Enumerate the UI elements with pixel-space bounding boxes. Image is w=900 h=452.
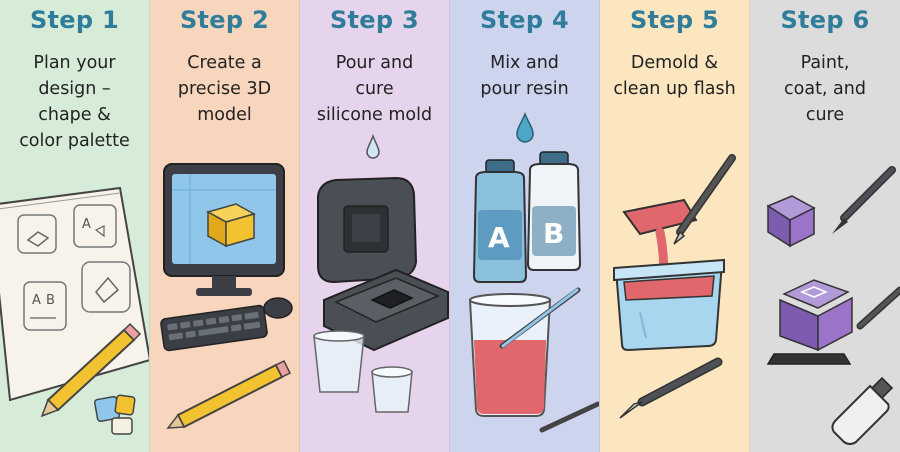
droplet-icon <box>516 111 534 143</box>
step-2-description: Create a precise 3D model <box>177 53 272 125</box>
pencil-icon <box>40 322 142 418</box>
keyboard-icon <box>160 304 268 352</box>
bottle-a-label: A <box>488 221 510 254</box>
step-1-description: Plan your design – chape & color palette <box>19 53 130 151</box>
keycap-small-icon <box>766 195 816 248</box>
step-6-description: Paint, coat, and cure <box>784 53 866 125</box>
bottle-b-label: B <box>543 217 564 250</box>
airbrush-icon <box>856 286 900 330</box>
keycap-large-icon <box>766 279 853 365</box>
step-5-title: Step 5 <box>629 6 720 34</box>
mold-icon <box>317 176 449 352</box>
step-4-title: Step 4 <box>479 6 570 34</box>
step-2-title: Step 2 <box>179 6 270 34</box>
sketch-letter-a1: A <box>82 217 91 232</box>
step-1-panel: Step 1 Plan your design – chape & color … <box>0 0 150 452</box>
step-3-description: Pour and cure silicone mold <box>316 53 433 125</box>
silicone-mold-illustration <box>313 133 449 413</box>
resin-container-icon <box>613 258 725 352</box>
monitor-icon <box>163 163 285 296</box>
step-3-title: Step 3 <box>329 6 420 34</box>
stir-stick-icon <box>539 401 599 433</box>
step-6-title: Step 6 <box>780 6 870 34</box>
step-5-panel: Step 5 Demold & clean up flash <box>600 0 750 452</box>
step-6-panel: Step 6 Paint, coat, and cure <box>750 0 900 452</box>
step-4-panel: Step 4 Mix and pour resin A B <box>450 0 600 452</box>
mixing-beaker-icon <box>468 287 581 417</box>
demold-tool-icon <box>673 154 736 245</box>
step-3-panel: Step 3 Pour and cure silicone mold <box>300 0 450 452</box>
craft-knife-icon <box>619 357 723 419</box>
resin-bottle-b: B <box>526 151 582 271</box>
step-1-title: Step 1 <box>29 6 120 34</box>
step-2-panel: Step 2 Create a precise 3D model <box>150 0 300 452</box>
demold-illustration <box>613 154 736 419</box>
droplet-icon <box>366 133 380 159</box>
pencil-icon <box>166 359 292 429</box>
step-5-description: Demold & clean up flash <box>613 53 736 99</box>
paint-illustration <box>766 166 900 445</box>
computer-illustration <box>160 163 293 429</box>
sketch-letter-b: B <box>46 293 55 308</box>
resin-bottle-a: A <box>472 159 528 283</box>
resin-illustration: A B <box>468 111 599 433</box>
sketchbook-illustration: A A B <box>0 186 149 435</box>
measuring-cup-icon <box>313 330 413 413</box>
sketch-letter-a2: A <box>32 293 41 308</box>
paintbrush-icon <box>832 166 896 234</box>
step-4-description: Mix and pour resin <box>480 53 569 99</box>
coating-bottle-icon <box>831 376 894 445</box>
mouse-icon <box>263 297 293 319</box>
